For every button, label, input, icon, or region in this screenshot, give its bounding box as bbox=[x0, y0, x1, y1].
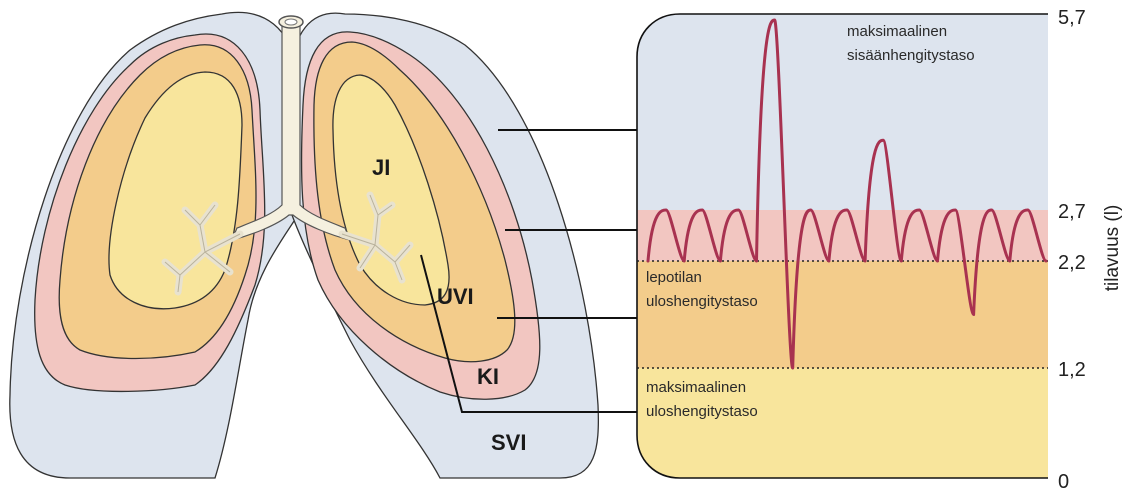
volume-chart: maksimaalinen sisäänhengitystaso lepotil… bbox=[637, 7, 1123, 493]
label-ki: KI bbox=[477, 364, 499, 389]
annot-max-expiration-1: maksimaalinen bbox=[646, 379, 746, 396]
label-ji: JI bbox=[372, 155, 390, 180]
label-uvi: UVI bbox=[437, 284, 474, 309]
annot-rest-expiration-2: uloshengitystaso bbox=[646, 293, 758, 310]
lungs bbox=[10, 12, 599, 478]
annot-max-inspiration-2: sisäänhengitystaso bbox=[847, 47, 975, 64]
zone-tidal-band bbox=[637, 210, 1048, 261]
ytick-5-7: 5,7 bbox=[1058, 7, 1086, 29]
label-svi: SVI bbox=[491, 430, 526, 455]
ytick-0: 0 bbox=[1058, 471, 1069, 493]
trachea-lumen bbox=[285, 19, 297, 25]
annot-max-inspiration-1: maksimaalinen bbox=[847, 23, 947, 40]
annot-rest-expiration-1: lepotilan bbox=[646, 269, 702, 286]
annot-max-expiration-2: uloshengitystaso bbox=[646, 403, 758, 420]
y-axis-label: tilavuus (l) bbox=[1102, 205, 1123, 292]
zone-ivc-band bbox=[637, 14, 1048, 210]
ytick-2-2: 2,2 bbox=[1058, 252, 1086, 274]
ytick-1-2: 1,2 bbox=[1058, 359, 1086, 381]
ytick-2-7: 2,7 bbox=[1058, 201, 1086, 223]
